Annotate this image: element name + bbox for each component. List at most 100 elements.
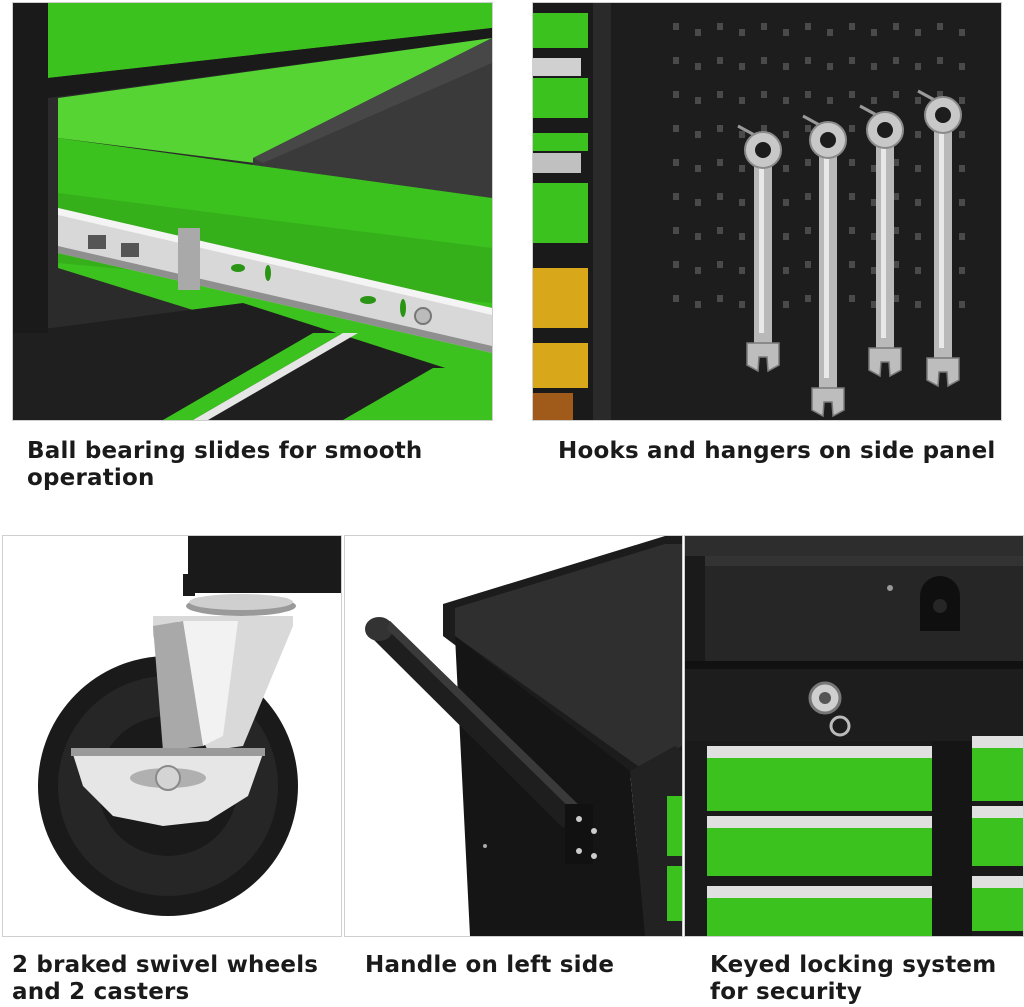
pegboard-hole bbox=[805, 159, 811, 166]
pegboard-hole bbox=[805, 125, 811, 132]
pegboard-hole bbox=[871, 233, 877, 240]
pegboard-hole bbox=[871, 199, 877, 206]
pegboard-hole bbox=[915, 199, 921, 206]
pegboard-hole bbox=[805, 227, 811, 234]
wrench bbox=[859, 104, 904, 378]
pegboard-hole bbox=[959, 233, 965, 240]
pegboard-hole bbox=[915, 301, 921, 308]
pegboard-hole bbox=[849, 261, 855, 268]
pegboard-hole bbox=[673, 125, 679, 132]
pegboard-hole bbox=[783, 233, 789, 240]
pegboard-hole bbox=[783, 301, 789, 308]
pegboard-hole bbox=[893, 295, 899, 302]
pegboard-hole bbox=[805, 57, 811, 64]
pegboard-hole bbox=[783, 131, 789, 138]
pegboard-hole bbox=[915, 165, 921, 172]
pegboard-hole bbox=[915, 233, 921, 240]
pegboard-hole bbox=[695, 199, 701, 206]
pegboard-hole bbox=[695, 63, 701, 70]
hooks-photo bbox=[532, 2, 1002, 421]
pegboard-hole bbox=[717, 193, 723, 200]
pegboard-hole bbox=[695, 29, 701, 36]
pegboard-hole bbox=[959, 165, 965, 172]
pegboard-hole bbox=[761, 57, 767, 64]
pegboard-hole bbox=[695, 301, 701, 308]
pegboard-hole bbox=[805, 261, 811, 268]
pegboard-hole bbox=[827, 97, 833, 104]
pegboard-hole bbox=[695, 131, 701, 138]
pegboard-hole bbox=[959, 301, 965, 308]
slides-photo bbox=[12, 2, 493, 421]
wrench bbox=[802, 114, 847, 418]
pegboard-hole bbox=[871, 97, 877, 104]
pegboard-hole bbox=[739, 131, 745, 138]
pegboard-hole bbox=[673, 57, 679, 64]
pegboard-hole bbox=[827, 29, 833, 36]
pegboard-hole bbox=[937, 91, 943, 98]
lock-photo bbox=[684, 535, 1024, 937]
pegboard-hole bbox=[673, 23, 679, 30]
pegboard-hole bbox=[783, 267, 789, 274]
pegboard-hole bbox=[937, 57, 943, 64]
pegboard-hole bbox=[739, 233, 745, 240]
caption-line: 2 braked swivel wheels bbox=[12, 952, 319, 978]
pegboard-hole bbox=[849, 227, 855, 234]
pegboard-hole bbox=[673, 295, 679, 302]
pegboard-hole bbox=[959, 29, 965, 36]
pegboard-hole bbox=[893, 193, 899, 200]
caption-line: for security bbox=[710, 979, 863, 1005]
pegboard-hole bbox=[805, 23, 811, 30]
lock-caption: Keyed locking system for security bbox=[710, 952, 996, 1006]
pegboard-hole bbox=[827, 63, 833, 70]
pegboard-hole bbox=[893, 261, 899, 268]
pegboard-hole bbox=[959, 267, 965, 274]
pegboard-hole bbox=[871, 267, 877, 274]
wrench bbox=[917, 89, 962, 388]
pegboard-hole bbox=[739, 267, 745, 274]
pegboard-hole bbox=[695, 97, 701, 104]
pegboard-hole bbox=[937, 23, 943, 30]
pegboard-hole bbox=[805, 295, 811, 302]
pegboard-hole bbox=[915, 267, 921, 274]
pegboard-hole bbox=[893, 57, 899, 64]
pegboard-hole bbox=[849, 57, 855, 64]
wheels-caption: 2 braked swivel wheels and 2 casters bbox=[12, 952, 318, 1006]
pegboard-hole bbox=[871, 165, 877, 172]
pegboard-hole bbox=[717, 227, 723, 234]
pegboard-hole bbox=[717, 57, 723, 64]
pegboard-hole bbox=[849, 193, 855, 200]
pegboard-hole bbox=[783, 63, 789, 70]
pegboard-hole bbox=[673, 193, 679, 200]
pegboard-hole bbox=[893, 91, 899, 98]
pegboard-hole bbox=[849, 23, 855, 30]
pegboard-hole bbox=[783, 199, 789, 206]
pegboard-hole bbox=[849, 295, 855, 302]
pegboard-hole bbox=[717, 295, 723, 302]
pegboard-hole bbox=[717, 91, 723, 98]
pegboard-hole bbox=[915, 131, 921, 138]
pegboard-hole bbox=[805, 91, 811, 98]
pegboard-hole bbox=[805, 193, 811, 200]
pegboard-hole bbox=[871, 301, 877, 308]
pegboard-hole bbox=[739, 63, 745, 70]
pegboard-hole bbox=[915, 97, 921, 104]
pegboard-hole bbox=[673, 91, 679, 98]
pegboard-hole bbox=[959, 199, 965, 206]
caption-line: operation bbox=[27, 465, 155, 491]
pegboard-hole bbox=[893, 159, 899, 166]
caption-line: Ball bearing slides for smooth bbox=[27, 438, 423, 464]
wheels-photo bbox=[2, 535, 342, 937]
pegboard-hole bbox=[739, 301, 745, 308]
pegboard-hole bbox=[871, 63, 877, 70]
handle-photo bbox=[344, 535, 683, 937]
pegboard-hole bbox=[849, 159, 855, 166]
pegboard-hole bbox=[849, 91, 855, 98]
pegboard-hole bbox=[717, 125, 723, 132]
pegboard-hole bbox=[673, 261, 679, 268]
pegboard-hole bbox=[761, 91, 767, 98]
pegboard-hole bbox=[959, 63, 965, 70]
pegboard-hole bbox=[695, 233, 701, 240]
pegboard-hole bbox=[695, 267, 701, 274]
caption-line: and 2 casters bbox=[12, 979, 190, 1005]
pegboard-hole bbox=[717, 261, 723, 268]
